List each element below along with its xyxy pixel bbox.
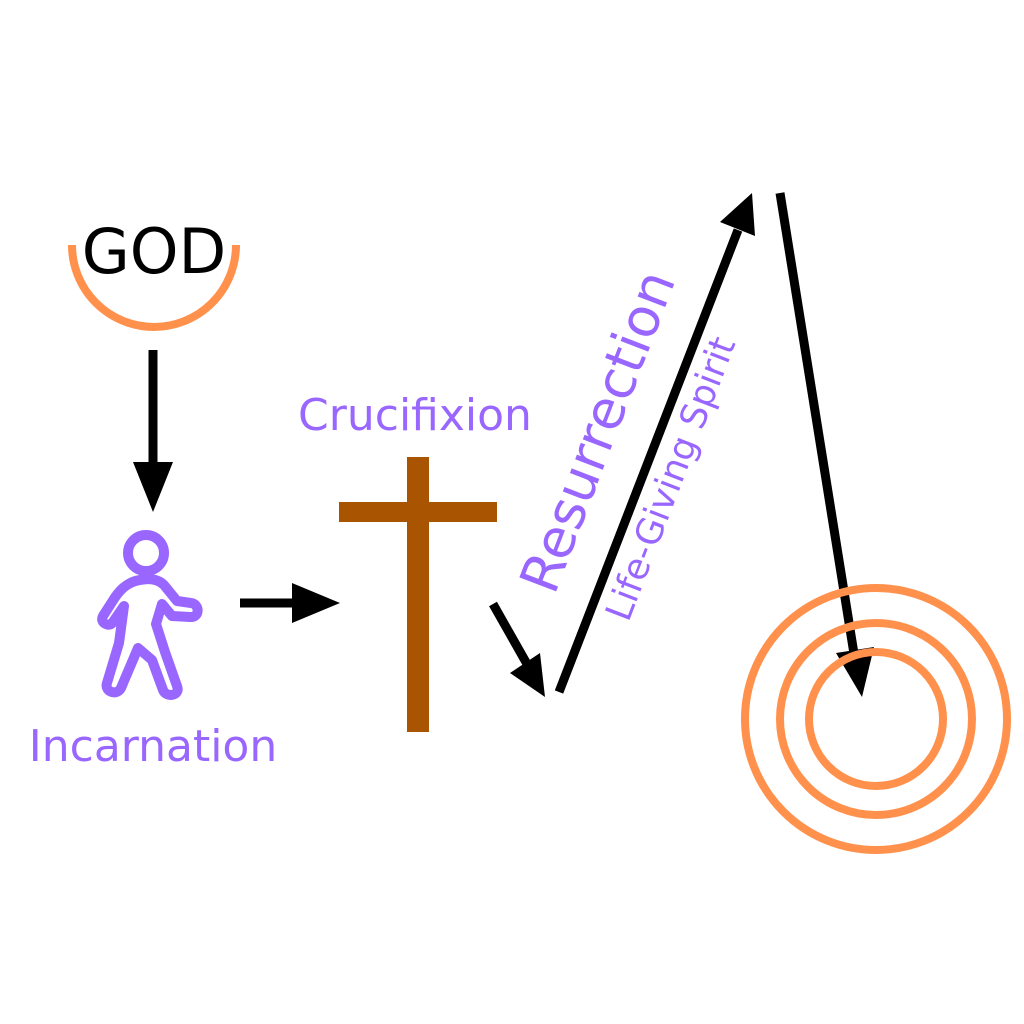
walking-person-icon: [97, 530, 203, 700]
arrow-incarnation-to-crucifixion: [240, 583, 340, 623]
arrow-crucifixion-down: [489, 601, 545, 697]
incarnation-label: Incarnation: [29, 721, 277, 772]
cross-icon: [339, 457, 497, 732]
concentric-circles-icon: [741, 584, 1011, 854]
god-label: GOD: [82, 215, 227, 288]
crucifixion-label: Crucifixion: [298, 390, 532, 441]
arrow-resurrection-up: [554, 193, 755, 694]
arrow-god-to-incarnation: [133, 350, 173, 512]
bowl-arc-icon: [68, 244, 240, 331]
